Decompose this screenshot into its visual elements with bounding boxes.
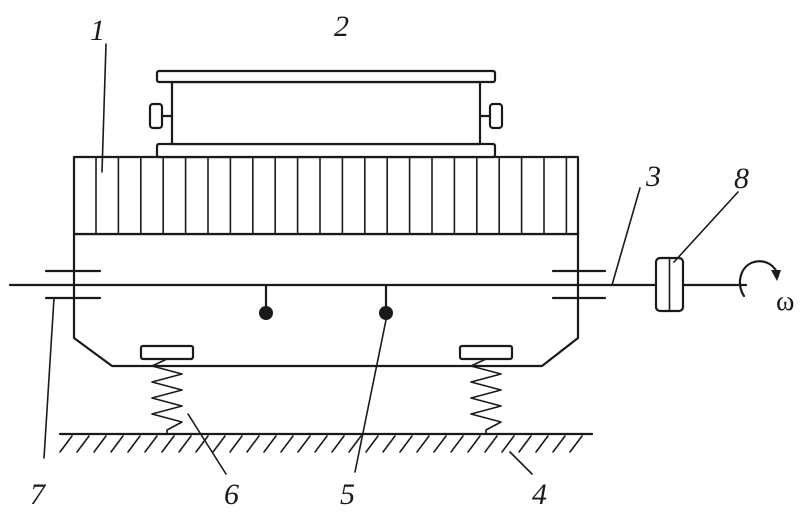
rotation-arrow-icon xyxy=(738,260,781,298)
leader-lines xyxy=(43,43,739,475)
ground-hatch-line xyxy=(59,435,73,453)
left-clamp-knob xyxy=(148,102,174,130)
ground-hatch-line xyxy=(229,435,243,453)
ground-hatch-line xyxy=(382,435,396,453)
ground-hatch-line xyxy=(569,435,583,453)
ground-hatch-line xyxy=(518,435,532,453)
ground-hatch-line xyxy=(535,435,549,453)
ribbed-table-top xyxy=(72,155,580,236)
ground-hatch-line xyxy=(552,435,566,453)
label-5: 5 xyxy=(340,478,355,511)
ground-hatch-line xyxy=(297,435,311,453)
coupling xyxy=(654,256,685,313)
ground-hatch-line xyxy=(110,435,124,453)
label-3: 3 xyxy=(645,160,661,193)
sample-box xyxy=(148,69,504,159)
ground-hatch-line xyxy=(195,435,209,453)
eccentric-weight-right xyxy=(379,283,393,320)
ground-hatch-line xyxy=(365,435,379,453)
ground-hatch-line xyxy=(433,435,447,453)
label-1: 1 xyxy=(90,14,105,47)
ground-hatch-line xyxy=(93,435,107,453)
ground-hatch-line xyxy=(484,435,498,453)
label-7: 7 xyxy=(30,478,47,511)
ground-hatch-line xyxy=(399,435,413,453)
ground-hatch-line xyxy=(280,435,294,453)
ground-hatch-line xyxy=(501,435,515,453)
left-spring xyxy=(139,344,195,435)
ground-hatch-line xyxy=(331,435,345,453)
ground-hatch-line xyxy=(314,435,328,453)
ground-hatch-line xyxy=(450,435,464,453)
ground-hatch-line xyxy=(263,435,277,453)
right-spring xyxy=(458,344,514,435)
ground-hatch-line xyxy=(76,435,90,453)
omega-label: ω xyxy=(776,286,794,317)
ground-hatch-line xyxy=(467,435,481,453)
label-6: 6 xyxy=(224,478,239,511)
ground-hatch-line xyxy=(348,435,362,453)
left-bearing xyxy=(44,269,102,300)
label-2: 2 xyxy=(334,10,349,43)
label-4: 4 xyxy=(532,478,547,511)
ground-hatch-line xyxy=(161,435,175,453)
right-bearing xyxy=(551,269,607,300)
ground-hatch-line xyxy=(416,435,430,453)
ground xyxy=(58,432,594,453)
eccentric-weight-left xyxy=(259,283,273,320)
label-8: 8 xyxy=(734,162,749,195)
right-clamp-knob xyxy=(478,102,504,130)
ground-hatch-line xyxy=(127,435,141,453)
ground-hatch-line xyxy=(178,435,192,453)
ground-hatch-line xyxy=(246,435,260,453)
ground-hatch-line xyxy=(144,435,158,453)
ground-hatch-line xyxy=(212,435,226,453)
